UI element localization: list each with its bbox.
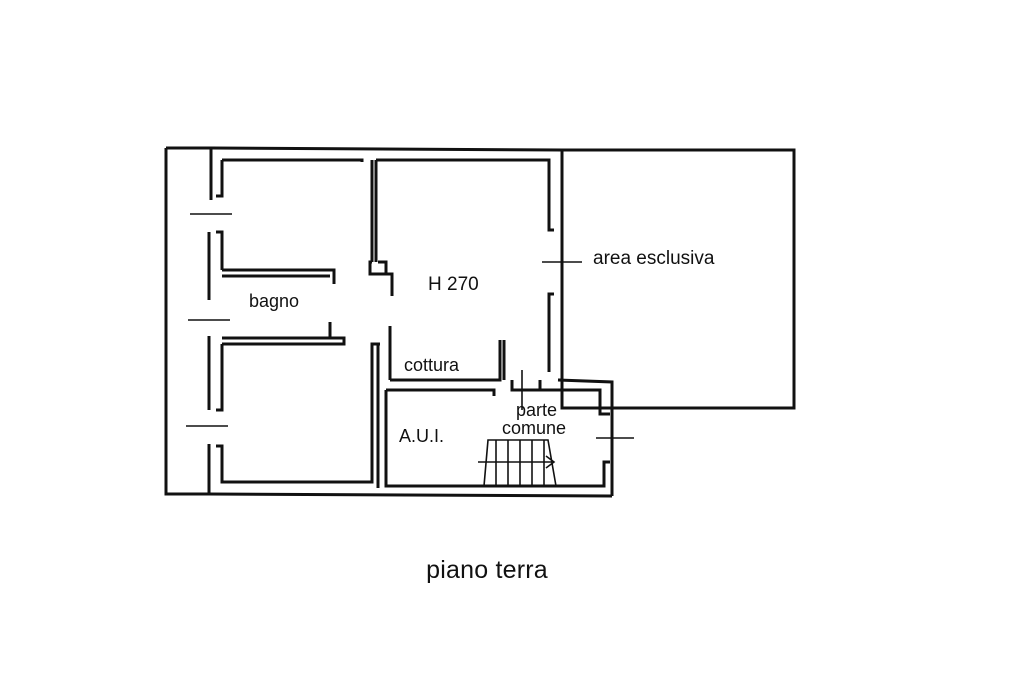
room-label-area-esclusiva: area esclusiva: [593, 248, 715, 269]
main-room-door-stubs: [368, 260, 394, 488]
staircase: [478, 439, 557, 487]
room-label-parte: parte: [516, 400, 557, 420]
room-label-bagno: bagno: [249, 291, 299, 311]
exterior-left-band: [164, 146, 213, 496]
bagno-walls: [222, 268, 346, 346]
room-label-height: H 270: [428, 274, 479, 295]
room-label-aui: A.U.I.: [399, 426, 444, 446]
lower-block-walls: [384, 378, 614, 496]
interior-faces: [216, 158, 554, 484]
area-esclusiva-outline: [560, 148, 796, 410]
room-label-cottura: cottura: [404, 355, 460, 375]
room-label-comune: comune: [502, 418, 566, 438]
opening-marks: [186, 213, 634, 439]
plan-caption-text: piano terra: [426, 556, 548, 584]
cottura-niche: [390, 340, 506, 382]
plan-caption: piano terra: [0, 556, 1024, 585]
